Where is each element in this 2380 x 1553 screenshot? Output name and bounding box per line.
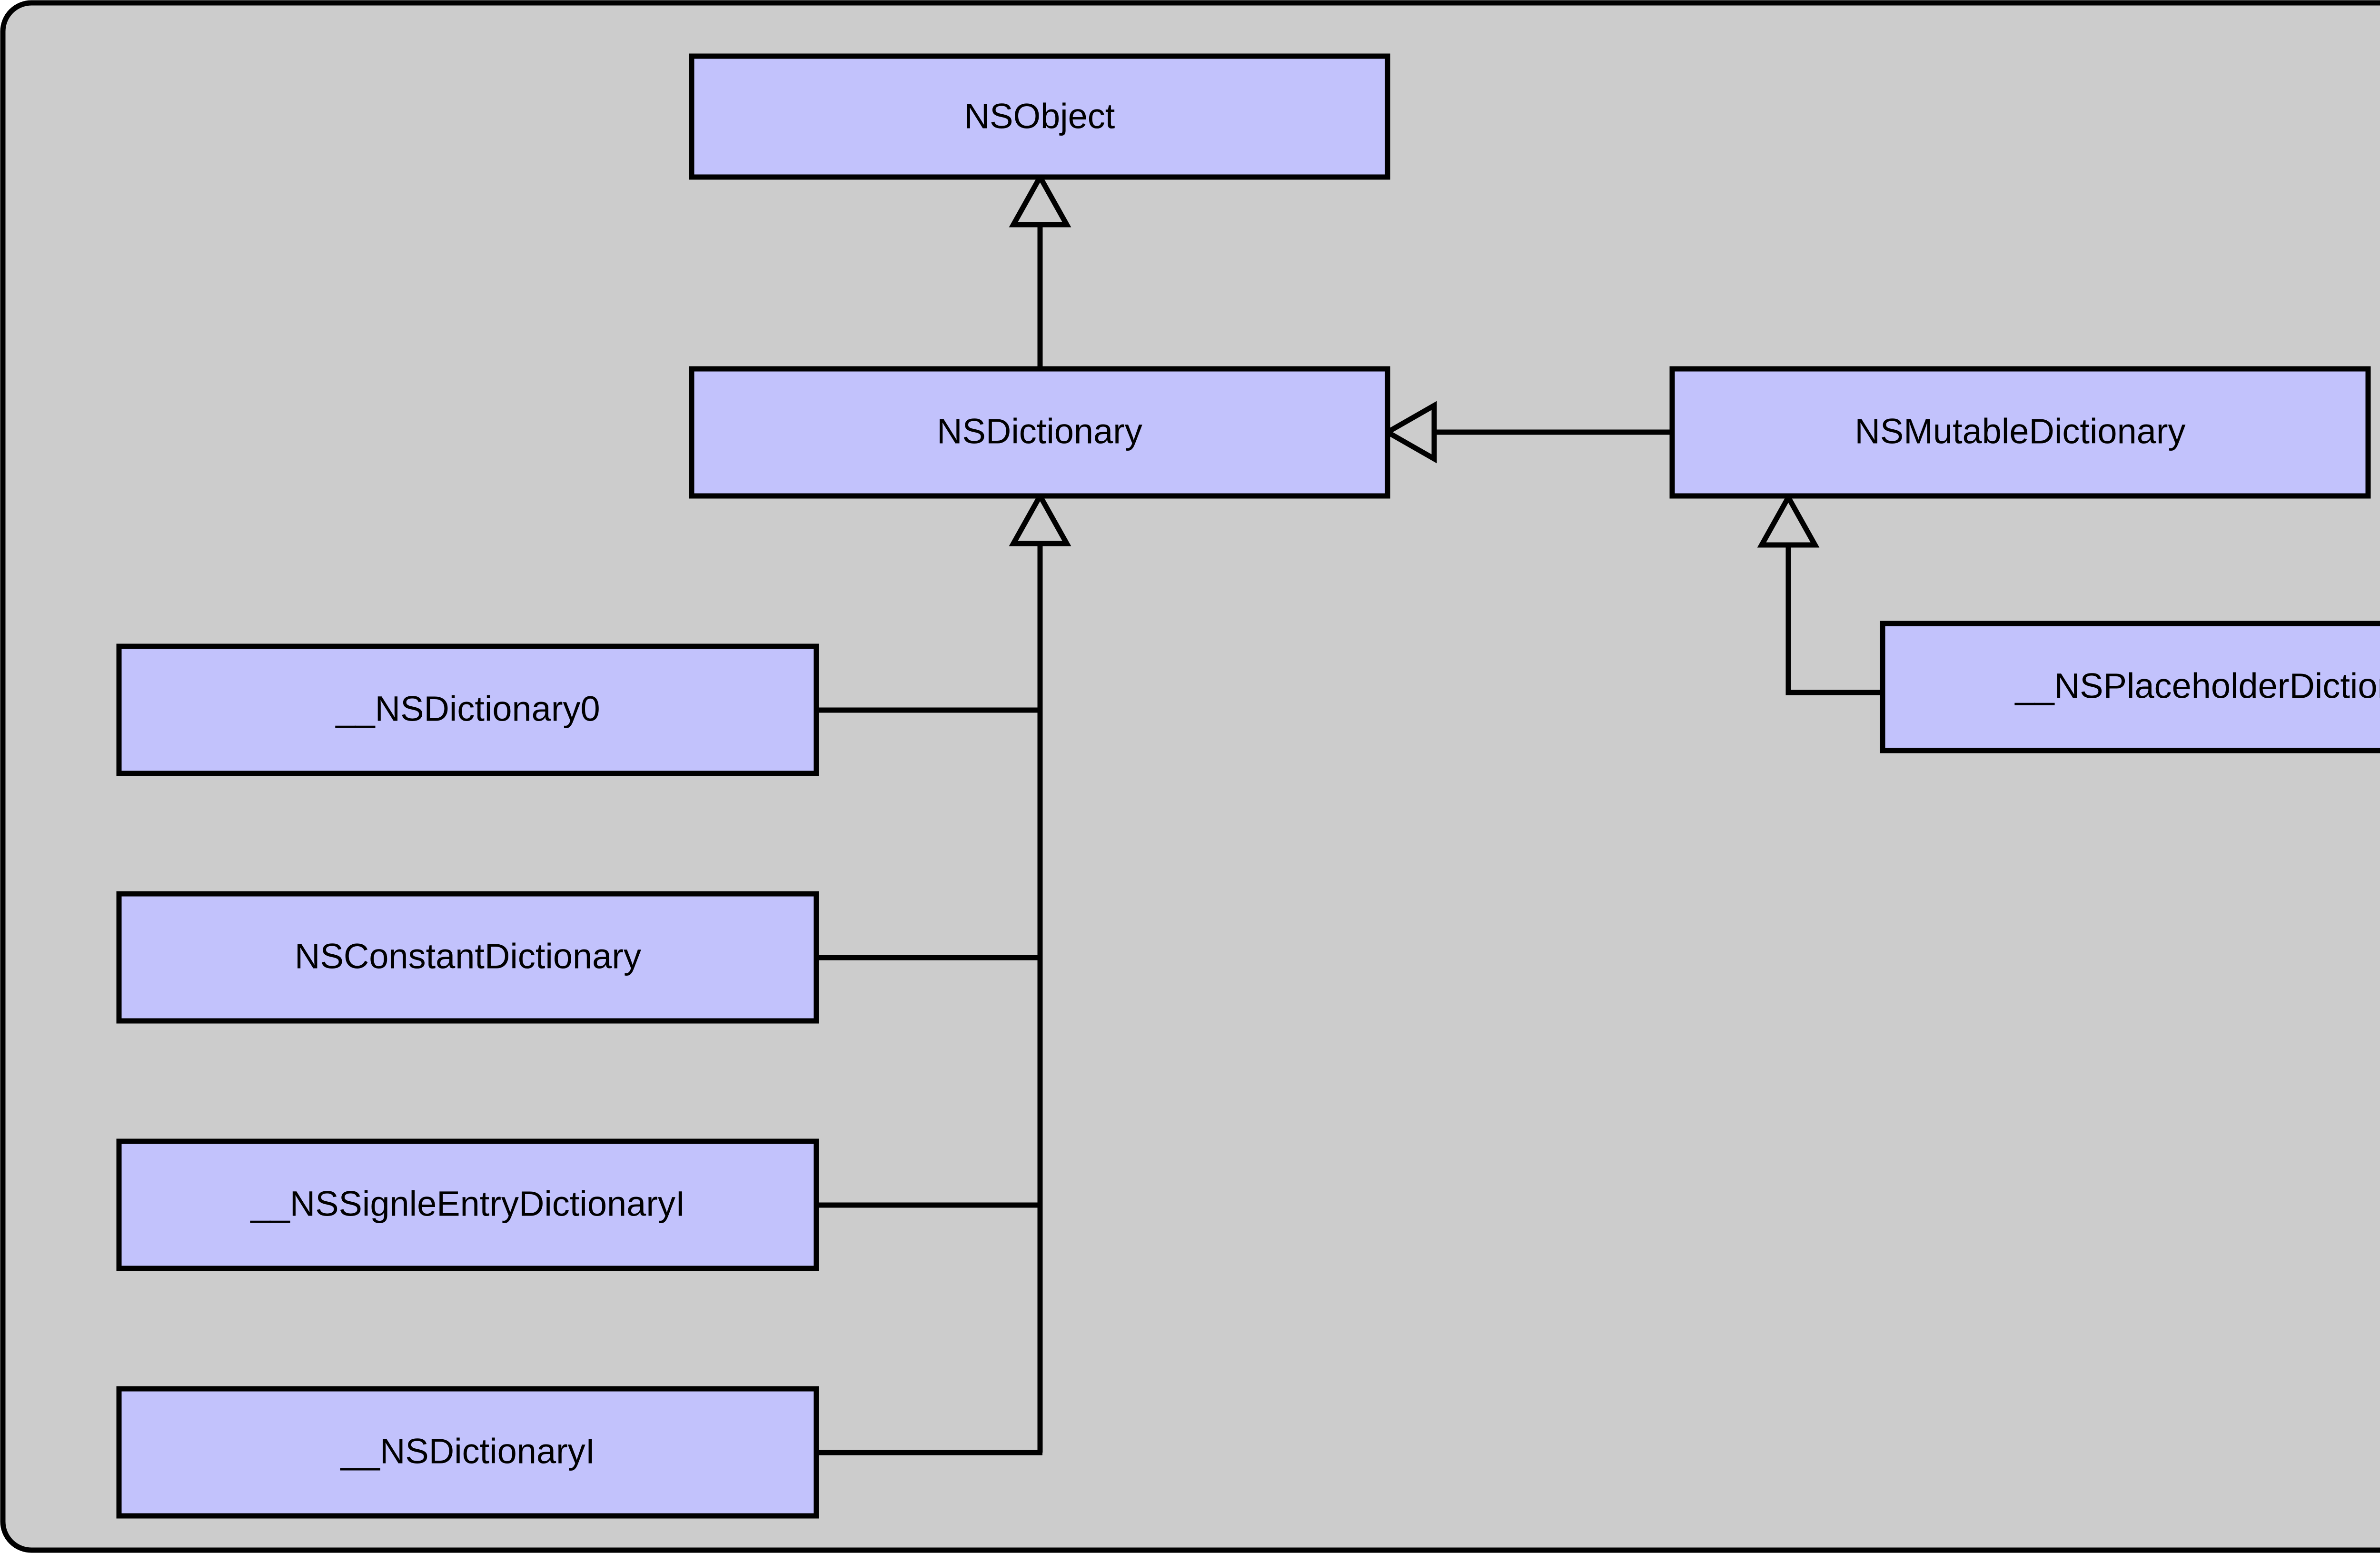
class-node-nsdictionaryi[interactable]: __NSDictionaryI (116, 1386, 819, 1519)
edge-nsplaceholderdictionary-to-nsmutabledictionary (1757, 492, 1883, 695)
class-node-label: NSObject (964, 97, 1115, 136)
class-node-label: __NSSignleEntryDictionaryI (249, 1184, 685, 1224)
inheritance-arrowhead-icon (1757, 492, 1820, 548)
class-node-nsdictionary0[interactable]: __NSDictionary0 (116, 643, 819, 776)
class-node-box[interactable] (689, 53, 1390, 180)
class-node-label: __NSDictionary0 (335, 689, 600, 729)
node-group: NSObject NSDictionary NSMutableDictionar… (116, 53, 2380, 1519)
class-node-label: __NSPlaceholderDictionary (2014, 666, 2380, 706)
inheritance-arrowhead-icon (1382, 401, 1437, 464)
class-node-box[interactable] (689, 366, 1390, 499)
inheritance-arrowhead-icon (1009, 171, 1071, 228)
class-node-label: NSMutableDictionary (1854, 412, 2185, 451)
class-node-nsmutabledictionary[interactable]: NSMutableDictionary (1669, 366, 2371, 499)
class-node-box[interactable] (1880, 621, 2380, 753)
class-node-nsobject[interactable]: NSObject (689, 53, 1390, 180)
class-node-label: NSConstantDictionary (295, 937, 641, 976)
edge-nsmutabledictionary-to-nsdictionary (1382, 401, 1672, 464)
class-node-label: NSDictionary (937, 412, 1142, 451)
class-node-box[interactable] (116, 891, 819, 1024)
class-node-box[interactable] (116, 1386, 819, 1519)
class-node-box[interactable] (116, 1138, 819, 1271)
class-node-nsconstantdictionary[interactable]: NSConstantDictionary (116, 891, 819, 1024)
class-node-nsdictionary[interactable]: NSDictionary (689, 366, 1390, 499)
edge-nsdictionary-to-nsobject (1009, 171, 1071, 369)
class-node-label: __NSDictionaryI (340, 1432, 595, 1471)
edge-line-segment (1785, 542, 1883, 695)
class-node-nssignleentrydictionaryi[interactable]: __NSSignleEntryDictionaryI (116, 1138, 819, 1271)
inheritance-arrowhead-icon (1009, 490, 1071, 546)
edge-left-subclasses-to-nsdictionary (816, 490, 1071, 1455)
class-node-nsplaceholderdictionary[interactable]: __NSPlaceholderDictionary (1880, 621, 2380, 753)
edge-group (816, 171, 1883, 1455)
class-node-box[interactable] (1669, 366, 2371, 499)
class-node-box[interactable] (116, 643, 819, 776)
